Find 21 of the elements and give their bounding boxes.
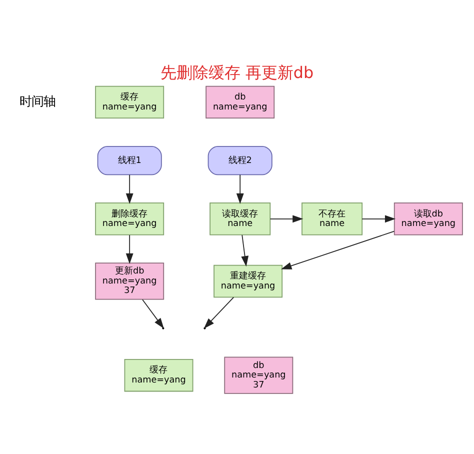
arrow: [241, 234, 249, 266]
arrow: [126, 234, 134, 264]
node-box: db name=yang: [206, 85, 275, 118]
node-box: 不存在 name: [302, 202, 363, 235]
node-box: 读取db name=yang: [394, 202, 463, 235]
node-box: 缓存 name=yang: [124, 358, 194, 392]
label: 时间轴: [20, 94, 56, 108]
node-box: 重建缓存 name=yang: [214, 264, 283, 298]
arrow: [270, 214, 304, 222]
node-box: 更新db name=yang 37: [95, 262, 164, 300]
diagram-title: 先删除缓存 再更新db: [160, 62, 314, 82]
arrow: [126, 174, 134, 204]
arrow: [362, 214, 396, 222]
arrow: [281, 230, 394, 269]
node-box: 线程1: [97, 145, 162, 175]
node-box: 读取缓存 name: [210, 202, 271, 235]
arrow: [236, 174, 244, 204]
node-box: db name=yang 37: [224, 356, 294, 394]
node-box: 删除缓存 name=yang: [95, 202, 164, 235]
node-box: 线程2: [208, 145, 272, 175]
node-box: 缓存 name=yang: [95, 85, 164, 118]
